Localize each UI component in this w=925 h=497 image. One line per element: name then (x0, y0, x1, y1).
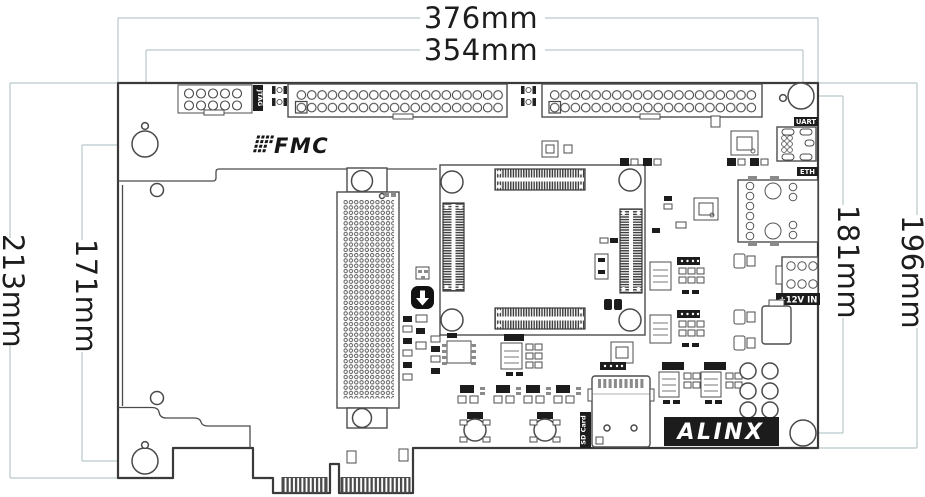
led-group (553, 385, 581, 404)
mounting-hole-bottom-left (131, 447, 159, 475)
small-chip-top (541, 140, 573, 158)
regulator-cluster-bottom-3 (700, 362, 743, 404)
ic-chips (442, 130, 759, 365)
gpio-header-2 (541, 83, 763, 120)
alinx-logo-text: ALINX (675, 420, 764, 445)
power-through-holes (739, 362, 779, 419)
ethernet-connector (737, 176, 819, 246)
qfn-chip-3 (610, 341, 634, 364)
sd-card-label-text: SD Card (580, 415, 588, 445)
led-group (523, 385, 551, 404)
led-group (493, 385, 521, 404)
jtag-silkscreen-label: JTAG (253, 85, 264, 111)
passive-components (346, 115, 769, 464)
qfn-chip-1 (693, 197, 719, 221)
b2b-connector-right (619, 208, 643, 294)
bracket-hole-lower (149, 390, 165, 406)
jtag-label-text: JTAG (256, 89, 264, 107)
dim-hole-span-left: 171mm (69, 144, 145, 462)
power-connector (775, 256, 819, 295)
dc-jack (761, 299, 792, 345)
dimension-annotations: 376mm 354mm 213mm 171mm 181mm 196mm (0, 1, 925, 479)
pin1-marker (548, 100, 562, 114)
pcie-edge-connector (281, 477, 411, 493)
b2b-connector-left (442, 202, 465, 292)
push-button-2 (529, 412, 561, 443)
dim-top-outer-label: 376mm (424, 1, 538, 35)
bracket-hole-upper (149, 182, 165, 198)
b2b-connector-top (494, 168, 586, 191)
dim-board-width-outer: 376mm (117, 1, 819, 82)
sd-card-label: SD Card (580, 412, 591, 448)
power-input-label: +12V IN (776, 293, 820, 306)
dim-board-height-outer-right: 196mm (818, 82, 925, 449)
som-footprint (439, 164, 646, 336)
sd-card-slot (587, 375, 655, 448)
fmc-logo-text: FMC (274, 134, 329, 158)
jtag-header (177, 84, 253, 116)
qfn-chip-2 (730, 130, 759, 156)
dim-board-width-inner: 354mm (145, 33, 804, 122)
b2b-connector-bottom (494, 307, 586, 330)
push-button-1 (459, 412, 491, 443)
dim-board-height-outer-left: 213mm (0, 82, 117, 479)
led-indicator-groups (457, 385, 581, 404)
dim-right-outer-label: 196mm (895, 215, 925, 329)
fmc-connector (336, 167, 400, 429)
dim-left-inner-label: 171mm (69, 239, 103, 353)
locating-hole-top-right (778, 93, 788, 103)
fmc-logo: FMC (253, 134, 329, 158)
mounting-hole-top-right (787, 82, 815, 110)
regulator-cluster-bottom-2 (658, 362, 701, 404)
alinx-logo: ALINX (664, 417, 779, 446)
uart-label-text: UART (796, 118, 816, 126)
regulator-cluster-right-2 (649, 310, 705, 347)
power-input-label-text: +12V IN (779, 296, 818, 306)
board-internal-edges (118, 168, 437, 448)
mounting-hole-bottom-right (789, 419, 817, 447)
gpio-header-1 (287, 83, 508, 120)
dim-hole-span-right: 181mm (801, 95, 865, 434)
pin-strip-headers (600, 362, 626, 370)
uart-label: UART (794, 117, 818, 126)
mounting-holes (131, 82, 817, 475)
uart-connector (776, 126, 817, 162)
dim-right-inner-label: 181mm (831, 205, 865, 319)
regulator-cluster-right-1 (649, 257, 705, 294)
dim-top-inner-label: 354mm (424, 33, 538, 67)
mounting-hole-top-left (131, 130, 159, 158)
led-group (457, 385, 485, 404)
eth-label-text: ETH (800, 168, 815, 176)
eth-label: ETH (797, 167, 818, 176)
locating-hole-top-left (140, 121, 150, 131)
soic8-chip (442, 333, 476, 365)
regulator-cluster-bottom-1 (500, 334, 543, 376)
pin1-marker (294, 100, 308, 114)
download-arrow-icon (411, 286, 434, 309)
dim-left-outer-label: 213mm (0, 234, 30, 348)
locating-hole-bottom-left (140, 440, 150, 450)
